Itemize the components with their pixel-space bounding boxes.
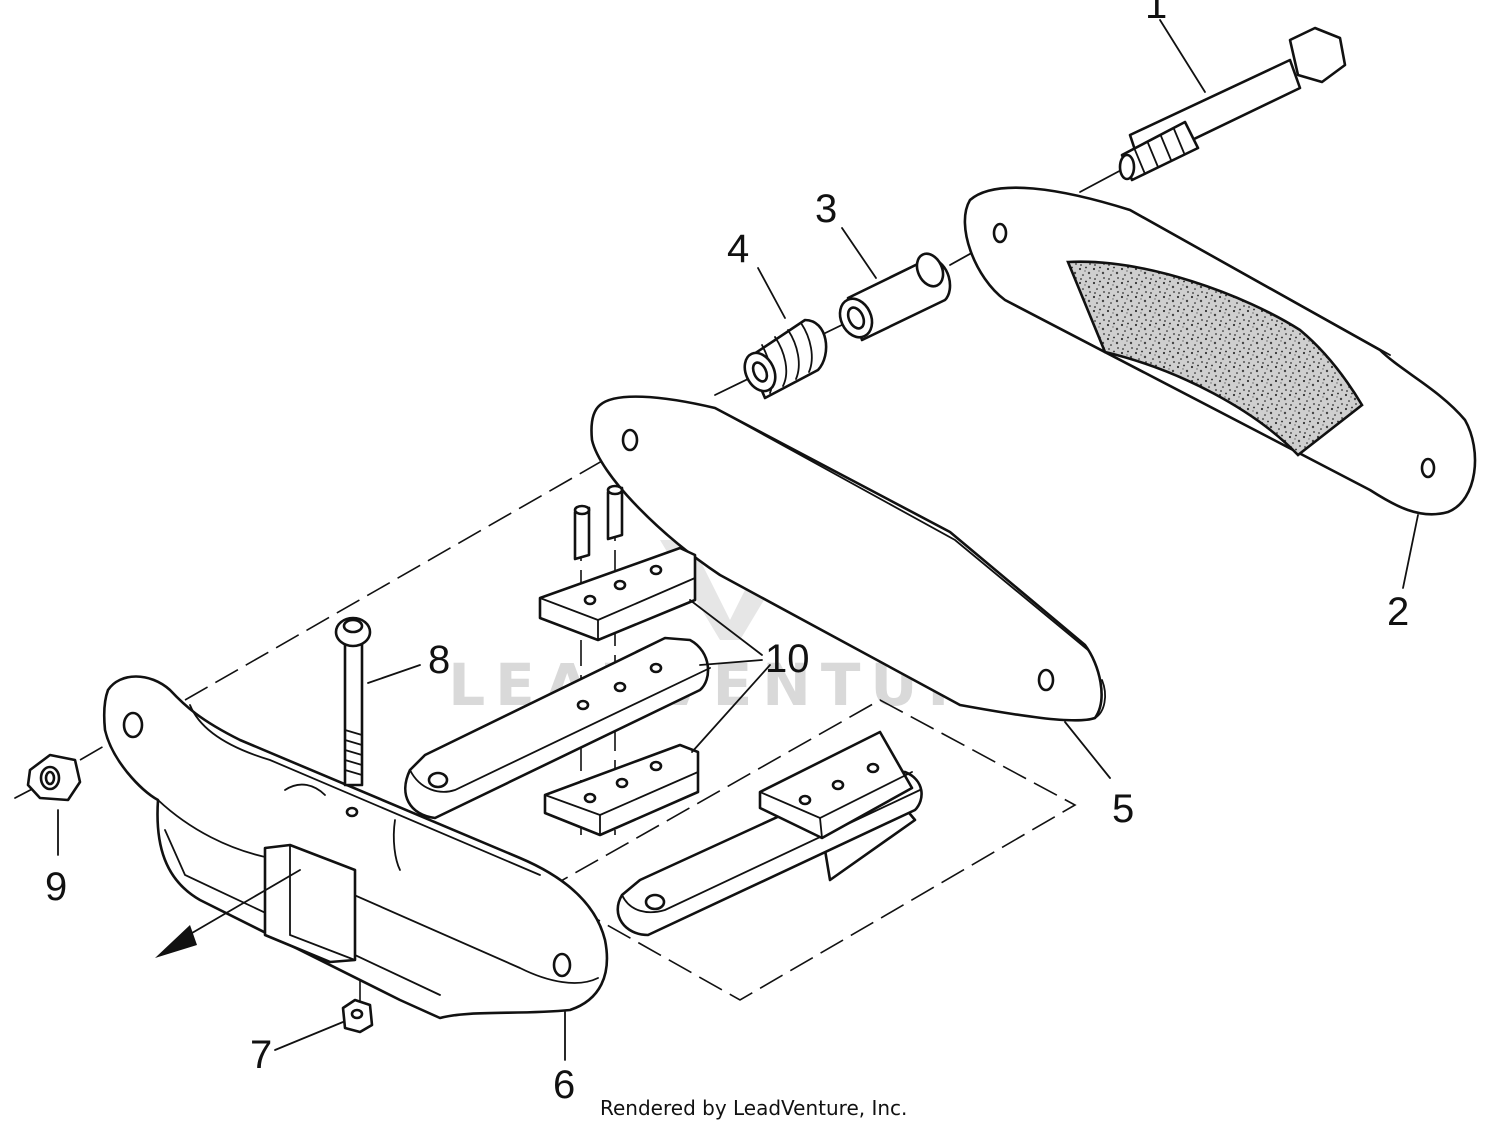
long-link-plate-part-10 [404, 636, 711, 820]
spacer-tube-part-3 [838, 252, 952, 342]
hex-nut-part-9 [26, 753, 82, 802]
leader-lines [57, 19, 1419, 1061]
callout-9: 9 [45, 865, 67, 909]
brake-pad-part-2 [963, 186, 1477, 516]
callout-7: 7 [250, 1033, 272, 1077]
backing-plate-part-5 [590, 395, 1106, 722]
small-plate-lower-part-10 [543, 743, 700, 837]
callout-10: 10 [765, 637, 810, 681]
spring-part-4 [743, 318, 828, 400]
callout-numbers: 1 2 3 4 5 6 7 8 9 10 [45, 0, 1409, 1107]
callout-1: 1 [1145, 0, 1167, 27]
direction-arrow [155, 869, 301, 958]
bolt-part-1 [1118, 26, 1347, 182]
callout-2: 2 [1387, 590, 1409, 634]
cap-screw-part-8 [334, 616, 372, 787]
callout-6: 6 [553, 1063, 575, 1107]
small-nut-part-7 [341, 998, 374, 1034]
callout-5: 5 [1112, 787, 1134, 831]
callout-8: 8 [428, 638, 450, 682]
callout-3: 3 [815, 187, 837, 231]
small-plate-upper-part-10 [538, 546, 697, 642]
callout-4: 4 [727, 227, 749, 271]
assembled-link-detail [543, 699, 1077, 1001]
render-credit: Rendered by LeadVenture, Inc. [600, 1096, 908, 1120]
lever-arm-part-6 [102, 675, 609, 1020]
pins [573, 484, 624, 561]
